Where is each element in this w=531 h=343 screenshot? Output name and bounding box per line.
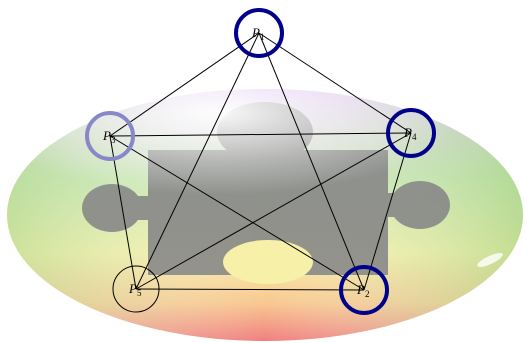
edge-p1-p4 xyxy=(258,32,412,134)
edge-p1-p5 xyxy=(135,32,260,290)
edge-p2-p5 xyxy=(135,288,365,291)
edge-p3-p5 xyxy=(109,135,137,290)
node-letter: P xyxy=(128,281,137,296)
node-label: P1 xyxy=(251,25,264,42)
edge-p3-p4 xyxy=(109,132,412,137)
node-index: 3 xyxy=(111,135,116,145)
node-p5: P5 xyxy=(112,265,160,313)
edge-p1-p2 xyxy=(258,32,365,291)
node-label: P4 xyxy=(403,125,417,142)
puzzle-piece-ellipse xyxy=(7,89,523,341)
node-circle xyxy=(234,8,284,58)
node-letter: P xyxy=(251,25,260,40)
node-label: P2 xyxy=(356,282,369,299)
node-circle xyxy=(339,265,389,315)
node-label: P3 xyxy=(102,128,116,145)
node-p4: P4 xyxy=(386,108,436,158)
edge-p2-p3 xyxy=(109,135,365,291)
puzzle-notch xyxy=(223,240,313,284)
node-letter: P xyxy=(403,125,412,140)
node-index: 1 xyxy=(260,32,265,42)
edge-p2-p4 xyxy=(363,132,412,291)
graph-edges xyxy=(109,32,412,291)
node-letter: P xyxy=(356,282,365,297)
node-index: 5 xyxy=(137,288,142,298)
node-p1: P1 xyxy=(234,8,284,58)
node-letter: P xyxy=(102,128,111,143)
node-p3: P3 xyxy=(85,111,135,161)
node-index: 2 xyxy=(365,289,370,299)
node-circle xyxy=(85,111,135,161)
edge-p4-p5 xyxy=(135,132,412,290)
node-circle xyxy=(386,108,436,158)
node-index: 4 xyxy=(412,132,417,142)
node-p2: P2 xyxy=(339,265,389,315)
node-circle xyxy=(112,265,160,313)
edge-p1-p3 xyxy=(109,32,260,137)
node-label: P5 xyxy=(128,281,142,298)
